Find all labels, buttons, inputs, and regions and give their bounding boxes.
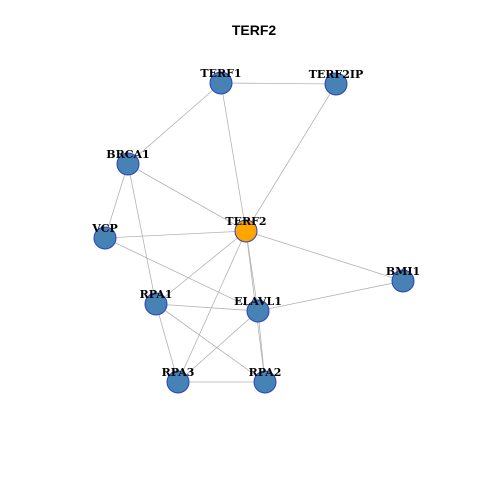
node-label-rpa1: RPA1 [140,288,173,301]
node-label-bmi1: BMI1 [386,265,420,278]
node-label-rpa3: RPA3 [162,366,195,379]
node-circle-rpa1[interactable] [144,292,168,316]
node-terf2ip[interactable]: TERF2IP [309,68,364,96]
node-terf2[interactable]: TERF2 [225,215,267,243]
node-rpa2[interactable]: RPA2 [249,366,282,394]
edge-terf2-bmi1 [245,230,404,282]
node-circle-rpa3[interactable] [166,370,190,394]
node-circle-elavl1[interactable] [246,299,270,323]
edge-terf1-terf2ip [220,82,337,85]
node-label-terf1: TERF1 [200,67,241,80]
edge-vcp-terf2 [104,230,247,239]
node-vcp[interactable]: VCP [91,222,118,250]
node-label-brca1: BRCA1 [106,148,149,161]
edge-terf2-rpa3 [177,230,247,383]
diagram-title: TERF2 [232,22,277,38]
edge-elavl1-bmi1 [257,280,404,312]
node-circle-vcp[interactable] [93,226,117,250]
node-circle-brca1[interactable] [116,152,140,176]
node-bmi1[interactable]: BMI1 [386,265,420,293]
edge-brca1-vcp [104,163,129,239]
edge-vcp-elavl1 [104,237,259,312]
node-rpa3[interactable]: RPA3 [162,366,195,394]
node-label-elavl1: ELAVL1 [234,295,282,308]
edge-brca1-rpa1 [127,163,157,305]
edge-terf1-brca1 [127,82,222,165]
node-label-rpa2: RPA2 [249,366,282,379]
edge-brca1-terf2 [127,163,247,232]
node-circle-terf2[interactable] [234,219,258,243]
edge-rpa1-rpa2 [155,303,266,383]
node-circle-rpa2[interactable] [253,370,277,394]
edge-rpa1-rpa3 [155,303,179,383]
node-rpa1[interactable]: RPA1 [140,288,173,316]
node-circle-terf2ip[interactable] [324,72,348,96]
node-circle-terf1[interactable] [209,71,233,95]
node-label-vcp: VCP [91,222,118,235]
edge-rpa1-elavl1 [155,303,259,312]
edge-terf2-rpa1 [155,230,247,305]
node-terf1[interactable]: TERF1 [200,67,242,95]
node-brca1[interactable]: BRCA1 [106,148,150,176]
edge-terf2ip-terf2 [245,83,337,232]
edge-elavl1-rpa2 [257,310,266,383]
edge-terf1-terf2 [220,82,247,232]
edge-elavl1-rpa3 [177,310,259,383]
node-circle-bmi1[interactable] [391,269,415,293]
node-label-terf2ip: TERF2IP [309,68,364,81]
node-label-terf2: TERF2 [225,215,266,228]
node-elavl1[interactable]: ELAVL1 [234,295,282,323]
